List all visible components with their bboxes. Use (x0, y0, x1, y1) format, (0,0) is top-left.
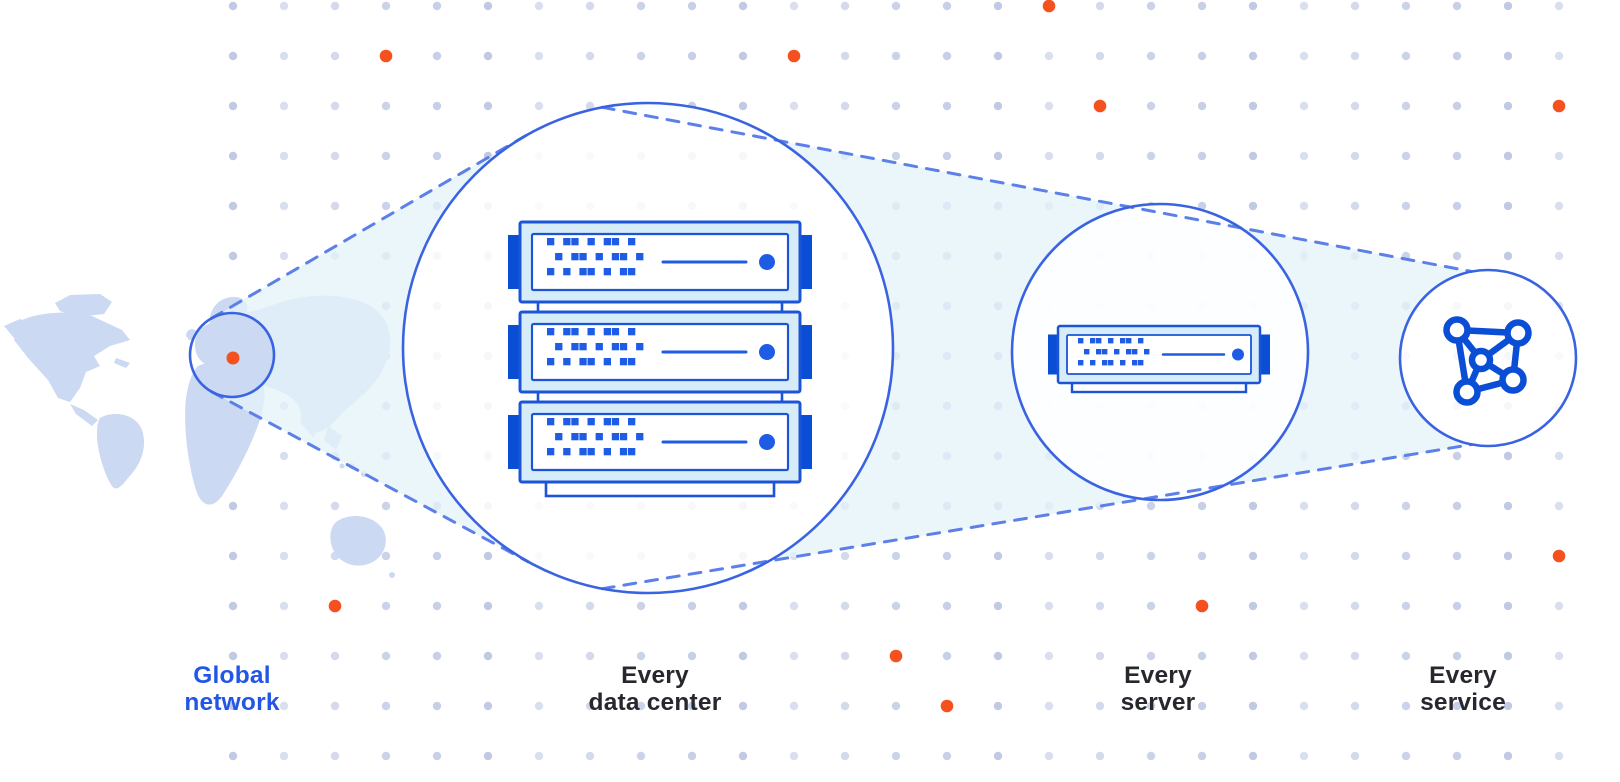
label-line: server (1120, 689, 1196, 716)
dashed-connector-lines (210, 105, 1474, 591)
focus-circle-strokes (188, 101, 1578, 595)
label-every-server: Every server (1121, 662, 1196, 716)
label-line: Every (1124, 662, 1192, 689)
server-rack-icon (508, 220, 812, 498)
label-line: Global (193, 662, 271, 689)
label-line: network (184, 689, 280, 716)
label-every-service: Every service (1420, 662, 1506, 716)
server-icon (1048, 324, 1270, 394)
label-line: Every (1429, 662, 1497, 689)
label-line: Every (621, 662, 689, 689)
label-global-network: Global network (184, 662, 279, 716)
network-mesh-icon (1443, 316, 1532, 406)
label-line: data center (588, 689, 722, 716)
label-every-data-center: Every data center (589, 662, 722, 716)
label-line: service (1420, 689, 1506, 716)
location-dot-icon (226, 351, 240, 365)
